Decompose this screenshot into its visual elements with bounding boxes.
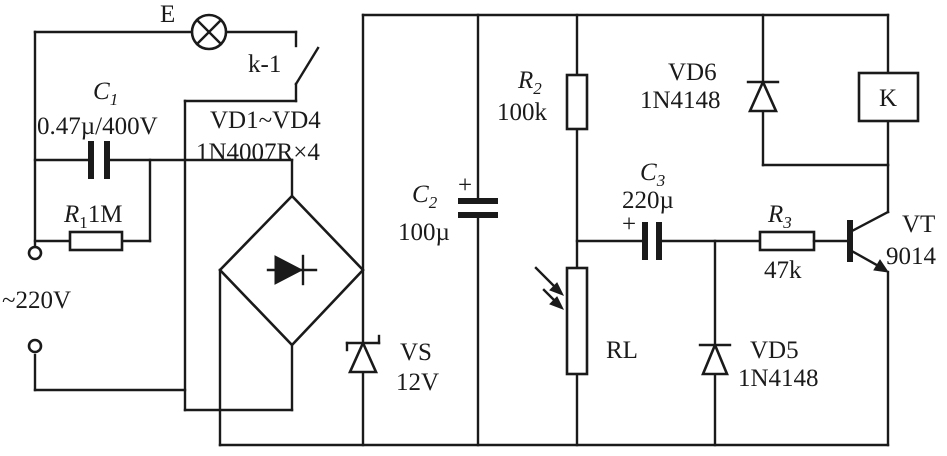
contact-label: k-1 bbox=[248, 51, 281, 78]
vd5-value: 1N4148 bbox=[738, 365, 819, 392]
c2-plus: + bbox=[458, 172, 472, 199]
rl-label: RL bbox=[606, 337, 638, 364]
c3-plus: + bbox=[622, 211, 636, 238]
relay-coil-k bbox=[857, 71, 920, 123]
supply-label: ~220V bbox=[2, 287, 71, 314]
c2-name: C2 bbox=[412, 181, 438, 212]
relay-contact-k1 bbox=[294, 46, 320, 103]
bridge-value: 1N4007R×4 bbox=[196, 139, 320, 166]
r1-label: R11M bbox=[63, 201, 123, 232]
resistor-r2 bbox=[565, 73, 589, 131]
c3-value: 220µ bbox=[622, 187, 674, 214]
vd6-name: VD6 bbox=[668, 59, 717, 86]
c1-name: C1 bbox=[93, 78, 118, 109]
zener-value: 12V bbox=[396, 369, 439, 396]
r2-name: R2 bbox=[517, 67, 542, 98]
relay-label: K bbox=[879, 85, 897, 112]
c3-name: C3 bbox=[640, 159, 665, 190]
capacitor-c2 bbox=[458, 13, 498, 447]
vt-name: VT bbox=[902, 211, 935, 238]
resistor-r3 bbox=[758, 230, 816, 252]
vd5-name: VD5 bbox=[750, 337, 799, 364]
capacitor-c3 bbox=[575, 222, 762, 260]
c2-value: 100µ bbox=[398, 219, 450, 246]
photoresistor-rl bbox=[534, 266, 589, 376]
bridge-rectifier bbox=[218, 194, 365, 347]
vd6-value: 1N4148 bbox=[640, 87, 721, 114]
zener-vs bbox=[345, 334, 381, 374]
resistor-r1 bbox=[68, 230, 124, 252]
capacitor-c1 bbox=[88, 141, 110, 179]
zener-name: VS bbox=[400, 339, 432, 366]
diode-vd5 bbox=[698, 239, 732, 447]
mains-wiring bbox=[33, 30, 298, 447]
dc-rails bbox=[218, 13, 890, 447]
lamp-e bbox=[190, 13, 228, 51]
transistor-vt bbox=[847, 163, 890, 447]
r3-value: 47k bbox=[764, 257, 802, 284]
r2-value: 100k bbox=[497, 99, 548, 126]
c1-value: 0.47µ/400V bbox=[37, 113, 158, 140]
diode-vd6 bbox=[746, 78, 780, 113]
vt-value: 9014 bbox=[886, 243, 937, 270]
supply-terminal-top bbox=[27, 245, 43, 261]
supply-terminal-bottom bbox=[27, 338, 43, 354]
bridge-name: VD1~VD4 bbox=[210, 107, 321, 134]
lamp-label: E bbox=[160, 1, 175, 28]
r3-name: R3 bbox=[767, 201, 792, 232]
